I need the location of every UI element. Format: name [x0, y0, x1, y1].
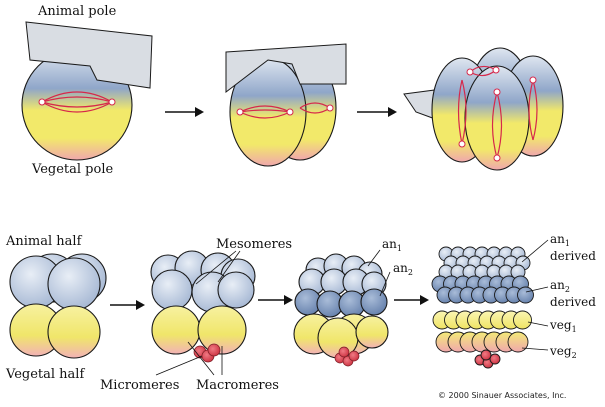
stage-1-egg: Animal pole Vegetal pole [21, 4, 153, 177]
stage-2-two-cells [225, 43, 347, 167]
micromere [480, 349, 492, 361]
veg2-cell [507, 331, 529, 353]
mesomere [151, 269, 193, 311]
veg1-cell [513, 310, 532, 330]
vegetal-blastomere-right [47, 305, 101, 359]
mesomeres-label: Mesomeres [216, 237, 292, 252]
animal-half-label: Animal half [5, 234, 83, 249]
stage-7-labels: an1 derived an2 derived veg1 veg2 [521, 232, 596, 360]
animal-pole-label: Animal pole [37, 4, 117, 19]
an1-label: an1 [382, 237, 402, 253]
stage-5-sixteen-cells: Mesomeres Micromeres Macromeres [100, 237, 292, 393]
mitotic-spindle [38, 91, 116, 113]
mitotic-spindle-2 [236, 102, 334, 119]
an1-derived-word: derived [550, 249, 596, 263]
stage-7-sixty-four-cells [431, 246, 534, 369]
arrow-2 [357, 107, 397, 117]
cleavage-plane-2 [225, 43, 347, 94]
animal-blastomere-right [47, 257, 101, 311]
mesomere [217, 271, 255, 309]
an1-derived-label: an1 [550, 232, 570, 248]
stage-6-thirty-two-cells: an1 an2 [293, 237, 413, 367]
an2-label: an2 [393, 261, 413, 277]
arrow-1 [165, 107, 204, 117]
copyright: © 2000 Sinauer Associates, Inc. [438, 391, 566, 400]
mitotic-spindles-4 [457, 65, 538, 162]
veg2-label: veg2 [549, 344, 577, 360]
micromere [207, 343, 221, 357]
vegetal-half-label: Vegetal half [5, 367, 85, 382]
stage-4-eight-cells: Animal half Vegetal half [5, 234, 107, 382]
an2-derived-label: an2 [550, 278, 570, 294]
an2-derived-word: derived [550, 295, 596, 309]
cleavage-plane-1 [25, 21, 153, 89]
micromeres-label: Micromeres [100, 378, 179, 393]
micromere [489, 353, 501, 365]
arrow-3 [110, 300, 145, 310]
macromere [151, 305, 201, 355]
veg1-label: veg1 [549, 318, 577, 334]
arrow-5 [394, 295, 429, 305]
blastomere-4d [464, 65, 530, 171]
an2-derived-cell [517, 286, 534, 304]
vegetal-pole-label: Vegetal pole [31, 162, 113, 177]
macromeres-label: Macromeres [196, 378, 279, 393]
arrow-4 [258, 295, 293, 305]
leader-lines-5 [155, 250, 241, 376]
stage-3-four-cells [403, 47, 564, 171]
